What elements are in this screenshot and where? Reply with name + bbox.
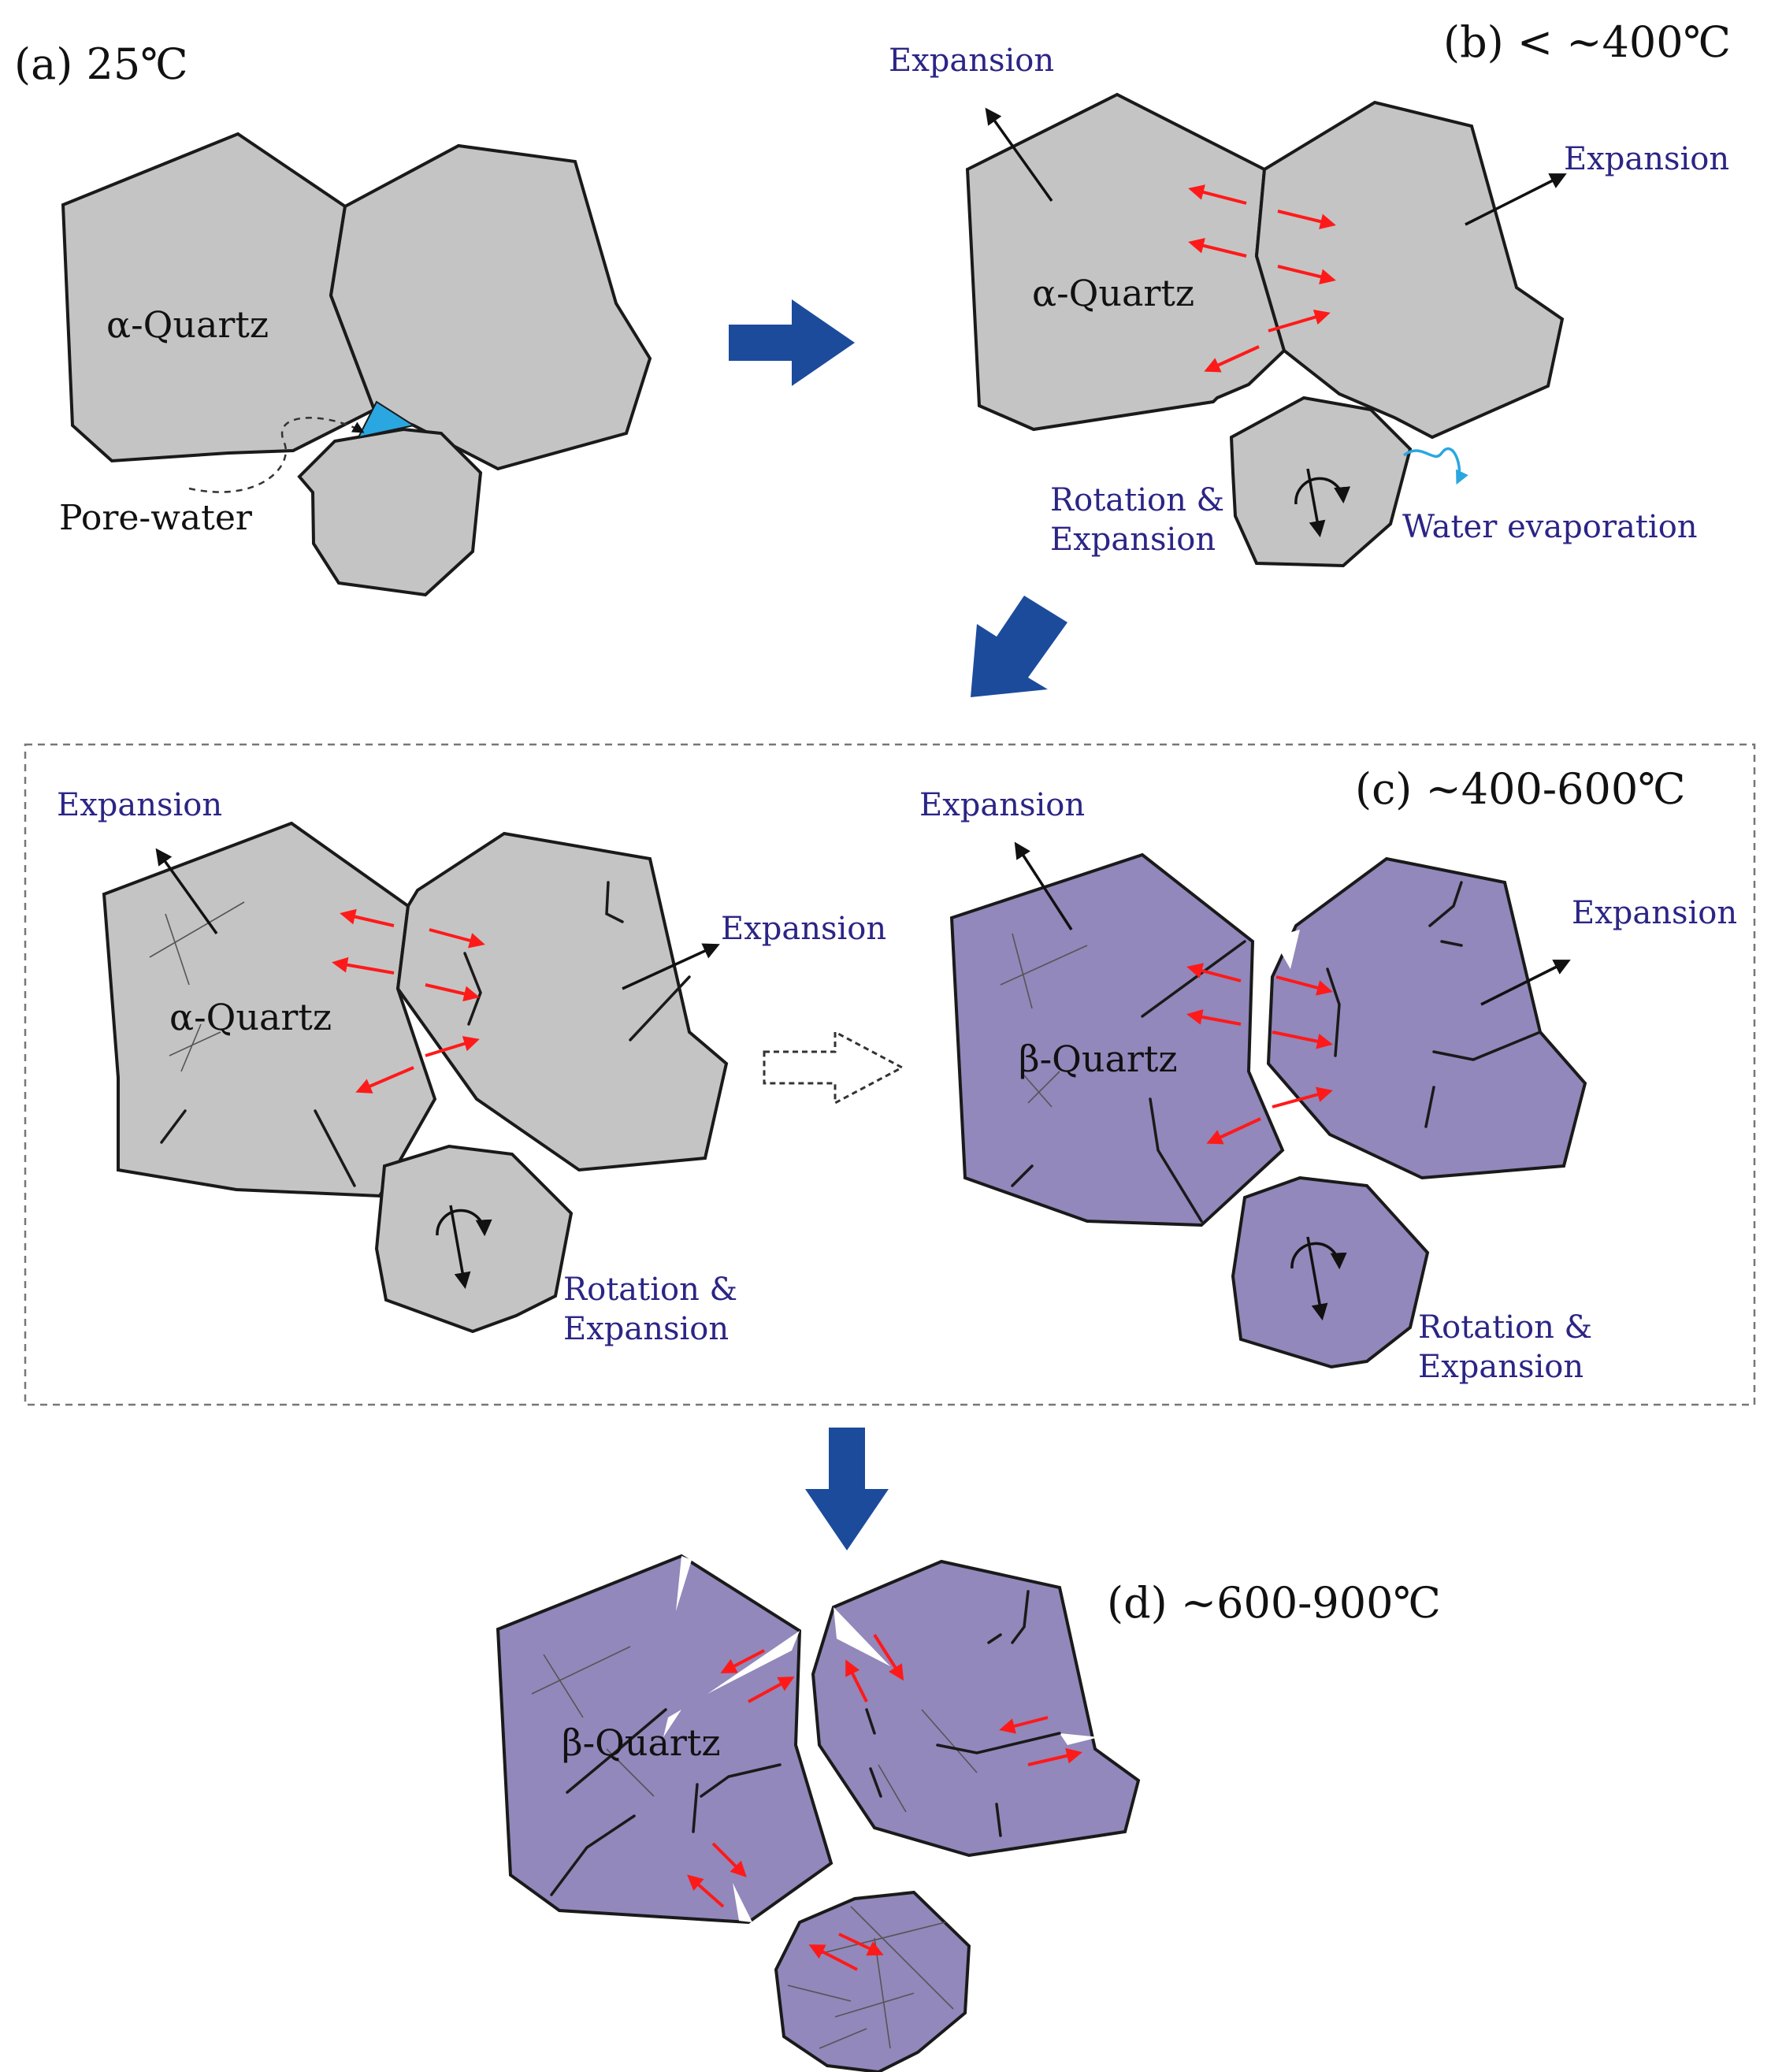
panel-c-expansion-4: Expansion — [1572, 895, 1737, 931]
panel-a-grain-right — [329, 143, 652, 471]
panel-c-rotation-1-line1: Rotation & — [563, 1272, 737, 1308]
pore-water-label: Pore-water — [59, 498, 253, 538]
panel-b-water-evaporation: Water evaporation — [1402, 509, 1698, 545]
panel-c-alpha-grain-right — [395, 831, 729, 1172]
panel-c-alpha-grain-bottom — [374, 1144, 574, 1334]
panel-c-rotation-2-line2: Expansion — [1418, 1349, 1584, 1385]
panel-d: (d) ~600-900℃ — [496, 1554, 1441, 2072]
flow-arrow-right — [729, 299, 855, 386]
panel-d-grain-left — [496, 1554, 834, 1925]
panel-d-grain-bottom — [774, 1890, 971, 2072]
panel-c-alpha-fine-lines — [149, 901, 245, 1072]
flow-arrow-down-left — [971, 596, 1067, 697]
panel-c-alpha-label: α-Quartz — [169, 996, 332, 1038]
panel-d-cracks — [550, 1590, 1061, 1896]
panel-b-grain-bottom — [1229, 395, 1413, 568]
panel-a-grain-bottom — [297, 427, 483, 597]
panel-a-grain-left — [61, 132, 377, 463]
panel-b-stress-arrows — [1188, 184, 1336, 373]
panel-b-title: (b) < ~400℃ — [1443, 17, 1731, 67]
panel-a-grain-label: α-Quartz — [106, 303, 269, 346]
panel-a-title: (a) 25℃ — [14, 39, 188, 89]
pore-water-fill — [357, 400, 416, 439]
panel-c-beta-expansion-arrow-right — [1480, 960, 1571, 1006]
panel-d-fine-lines — [531, 1646, 978, 2049]
panel-c-expansion-1: Expansion — [57, 787, 222, 823]
panel-b-rotation-line2: Expansion — [1050, 522, 1216, 558]
panel-d-grain-right — [811, 1559, 1141, 1858]
panel-a: (a) 25℃ α-Quartz Pore-water — [14, 39, 652, 597]
panel-b-rotation-line1: Rotation & — [1050, 482, 1224, 518]
panel-d-beta-label: β-Quartz — [562, 1721, 721, 1764]
panel-c-alpha-expansion-arrow-right — [622, 943, 720, 990]
panel-c-rotation-1-line2: Expansion — [563, 1311, 729, 1347]
panel-c-opening-gap — [1272, 930, 1300, 969]
panel-c-beta-rotation-icon — [1290, 1236, 1347, 1321]
panel-b-grain-label: α-Quartz — [1032, 272, 1194, 314]
panel-c: (c) ~400-600℃ Expansion Expans — [57, 764, 1737, 1385]
panel-c-alpha-cracks — [160, 881, 691, 1187]
panel-c-expansion-2: Expansion — [721, 911, 886, 947]
panel-d-title: (d) ~600-900℃ — [1107, 1578, 1441, 1628]
rotation-icon — [1294, 468, 1351, 538]
panel-c-alpha-rotation-icon — [436, 1205, 492, 1290]
panel-c-alpha-expansion-arrow-left — [155, 848, 218, 935]
panel-c-title: (c) ~400-600℃ — [1355, 764, 1686, 814]
flow-arrow-down — [805, 1428, 889, 1550]
panel-b-grain-right — [1254, 100, 1565, 440]
panel-c-beta-expansion-arrow-left — [1014, 841, 1073, 930]
evaporation-arrow — [1402, 447, 1468, 485]
panel-b-expansion-right: Expansion — [1564, 141, 1729, 177]
panel-b: (b) < ~400℃ Expansion Expansion α-Quartz… — [889, 17, 1731, 568]
panel-c-beta-grain-right — [1266, 856, 1587, 1180]
panel-d-stress-arrows — [687, 1633, 1082, 1971]
panel-c-alpha-stress-arrows — [332, 908, 485, 1094]
panel-c-beta-fine-lines — [1000, 933, 1088, 1108]
panel-b-expansion-arrow-right — [1465, 173, 1567, 226]
panel-c-beta-stress-arrows — [1186, 963, 1333, 1145]
panel-b-expansion-arrow-left — [985, 107, 1053, 202]
panel-b-expansion-left: Expansion — [889, 43, 1054, 79]
panel-c-beta-grain-left — [949, 852, 1285, 1227]
transition-arrow-dashed — [763, 1030, 905, 1105]
panel-d-white-gaps — [663, 1556, 1099, 1922]
panel-c-rotation-2-line1: Rotation & — [1418, 1309, 1592, 1346]
panel-c-beta-grain-bottom — [1231, 1175, 1430, 1369]
panel-c-expansion-3: Expansion — [919, 787, 1085, 823]
panel-c-frame — [24, 743, 1756, 1406]
panel-b-grain-left — [965, 92, 1286, 432]
panel-c-beta-label: β-Quartz — [1019, 1038, 1178, 1080]
